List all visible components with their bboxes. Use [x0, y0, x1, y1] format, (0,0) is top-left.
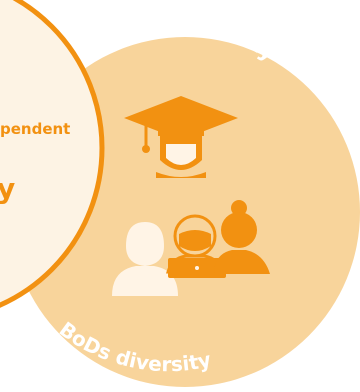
person-bun-icon [214, 200, 270, 274]
person-light-icon [112, 222, 178, 296]
graduation-cap-person-icon [124, 96, 238, 178]
inner-circle-label: pendent [0, 120, 70, 138]
inner-circle-label-line2: y [0, 172, 15, 205]
inner-circle [0, 0, 105, 308]
